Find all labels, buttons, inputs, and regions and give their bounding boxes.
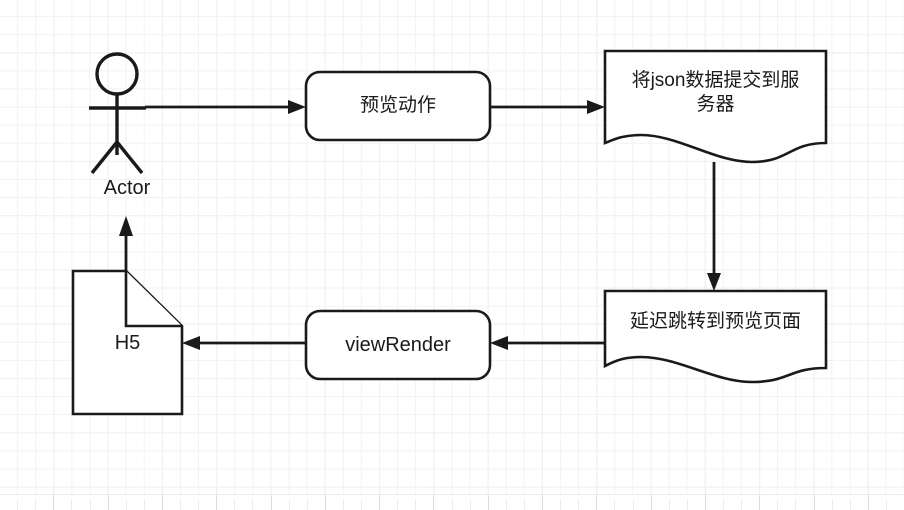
edge-submit-to-delay-arrowhead <box>707 273 721 291</box>
node-submit-json-shape[interactable] <box>603 49 828 164</box>
ruler-tick-major <box>596 495 598 510</box>
ruler-tick-major <box>324 495 326 510</box>
ruler-tick-minor <box>17 499 19 510</box>
edge-submit-to-delay[interactable] <box>707 162 721 291</box>
edge-actor-to-preview-arrowhead <box>288 100 306 114</box>
ruler-tick-major <box>379 495 381 510</box>
ruler-tick-minor <box>342 499 344 510</box>
ruler-tick-minor <box>71 499 73 510</box>
ruler-tick-major <box>107 495 109 510</box>
edge-actor-to-preview[interactable] <box>145 100 306 114</box>
ruler-tick-minor <box>723 499 724 510</box>
ruler-tick-minor <box>614 499 616 510</box>
edge-h5-to-actor[interactable] <box>119 216 133 271</box>
ruler-tick-major <box>704 495 706 510</box>
actor-right-leg-line <box>115 140 144 175</box>
ruler-tick-major <box>433 495 435 510</box>
ruler-tick-minor <box>795 499 797 510</box>
ruler-tick-minor <box>306 499 308 510</box>
ruler-tick-minor <box>234 499 236 510</box>
ruler-tick-minor <box>831 499 833 510</box>
ruler-tick-minor <box>89 499 91 510</box>
ruler-tick-major <box>53 495 55 510</box>
ruler-tick-major <box>759 495 761 510</box>
edge-render-to-h5[interactable] <box>182 336 306 350</box>
ruler-tick-minor <box>125 499 127 510</box>
node-view-render-shape[interactable] <box>304 309 492 381</box>
node-actor-figure[interactable] <box>89 52 146 175</box>
ruler-tick-minor <box>560 499 562 510</box>
ruler-tick-major <box>161 495 163 510</box>
ruler-tick-minor <box>397 499 399 510</box>
edge-render-to-h5-arrowhead <box>182 336 200 350</box>
ruler-tick-major <box>813 495 815 510</box>
ruler-tick-minor <box>885 499 887 510</box>
ruler-tick-minor <box>415 499 417 510</box>
h5-folded-corner-icon <box>124 271 182 328</box>
ruler-tick-minor <box>252 499 254 510</box>
node-preview-action-shape[interactable] <box>304 70 492 142</box>
actor-left-leg-line <box>90 140 119 175</box>
ruler-tick-minor <box>777 499 779 510</box>
edge-h5-to-actor-arrowhead <box>119 216 133 236</box>
ruler-tick-minor <box>505 499 507 510</box>
ruler-tick-minor <box>35 499 37 510</box>
node-h5-shape[interactable] <box>71 269 184 416</box>
ruler-tick-minor <box>741 499 743 510</box>
node-delay-redirect-shape[interactable] <box>603 289 828 384</box>
ruler-tick-major <box>216 495 218 510</box>
ruler-tick-minor <box>451 499 453 510</box>
ruler-tick-minor <box>523 499 525 510</box>
ruler-tick-major <box>542 495 543 510</box>
ruler-tick-minor <box>361 499 362 510</box>
bottom-ruler-strip <box>0 494 904 510</box>
ruler-tick-minor <box>198 499 200 510</box>
ruler-tick-minor <box>686 499 688 510</box>
edge-delay-to-render[interactable] <box>490 336 605 350</box>
ruler-tick-minor <box>849 499 851 510</box>
edge-preview-to-submit-arrowhead <box>587 100 605 114</box>
ruler-tick-minor <box>632 499 634 510</box>
actor-head-icon <box>95 52 139 96</box>
ruler-tick-minor <box>143 499 145 510</box>
ruler-tick-major <box>487 495 489 510</box>
ruler-tick-minor <box>668 499 670 510</box>
edge-delay-to-render-arrowhead <box>490 336 508 350</box>
ruler-tick-major <box>270 495 272 510</box>
ruler-tick-minor <box>578 499 580 510</box>
edge-preview-to-submit[interactable] <box>490 100 605 114</box>
ruler-tick-minor <box>288 499 290 510</box>
ruler-tick-major <box>650 495 652 510</box>
ruler-tick-minor <box>469 499 471 510</box>
ruler-tick-major <box>867 495 869 510</box>
ruler-tick-minor <box>180 499 181 510</box>
